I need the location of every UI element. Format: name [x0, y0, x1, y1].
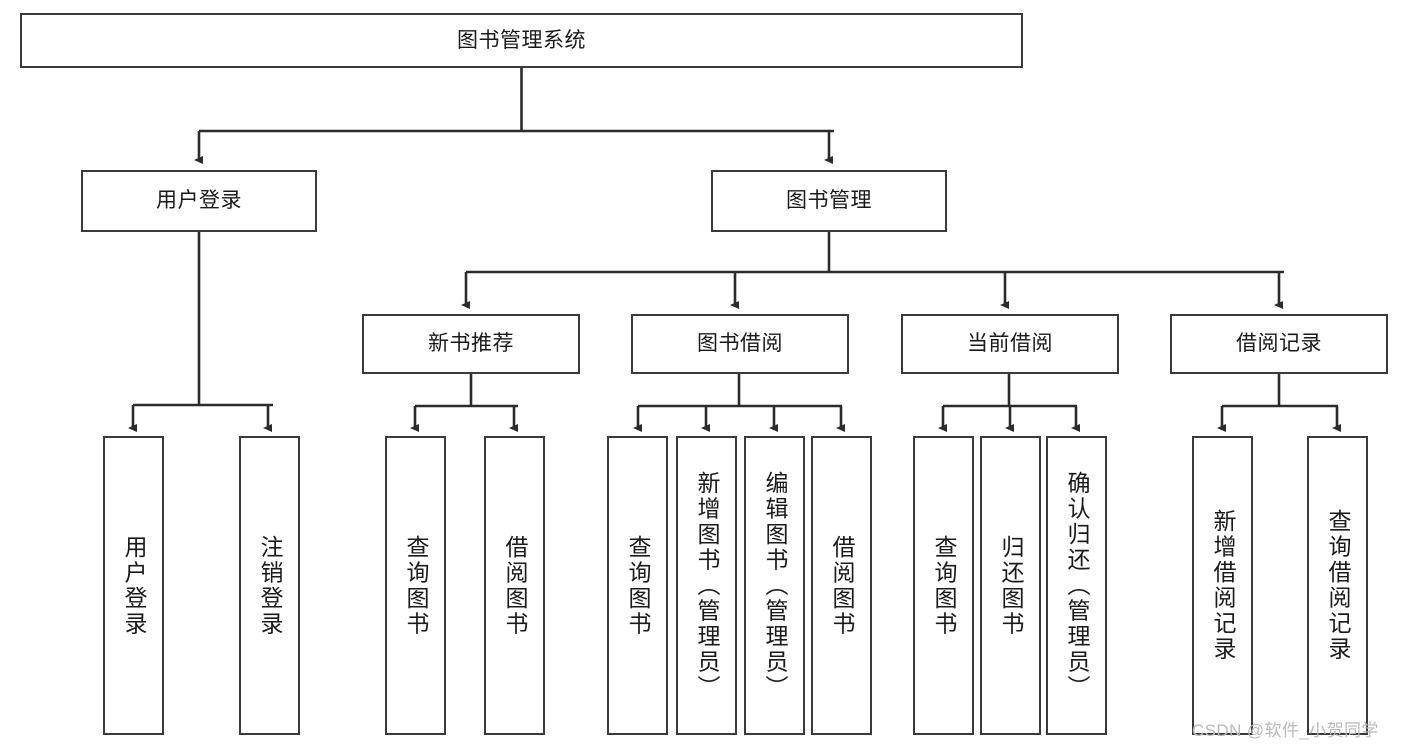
node-label: 借阅图书	[502, 534, 528, 637]
node-label: 当前借阅	[967, 332, 1053, 356]
node-label: 查询图书	[625, 534, 651, 637]
node-label: 借阅记录	[1236, 332, 1322, 356]
leaf-query-book-current[interactable]: 查询图书	[913, 436, 974, 735]
node-label: 新书推荐	[428, 332, 514, 356]
node-label: 查询图书	[403, 534, 429, 637]
node-book-manage[interactable]: 图书管理	[711, 170, 947, 232]
node-label: 归还图书	[998, 534, 1024, 637]
node-label: 注销登录	[257, 534, 283, 637]
node-label: 用户登录	[156, 189, 242, 213]
csdn-watermark: CSDN @软件_小贺同学	[1192, 721, 1379, 740]
node-label: 图书管理	[786, 189, 872, 213]
node-label: 图书借阅	[697, 332, 783, 356]
leaf-user-login[interactable]: 用户登录	[103, 436, 164, 735]
node-book-borrow[interactable]: 图书借阅	[631, 314, 849, 374]
leaf-logout[interactable]: 注销登录	[239, 436, 300, 735]
leaf-query-borrow-record[interactable]: 查询借阅记录	[1307, 436, 1368, 735]
node-new-book-recommend[interactable]: 新书推荐	[362, 314, 580, 374]
leaf-borrow-book[interactable]: 借阅图书	[811, 436, 872, 735]
node-label: 确认归还（管理员）	[1064, 470, 1090, 701]
node-current-borrow[interactable]: 当前借阅	[901, 314, 1119, 374]
leaf-query-book-new[interactable]: 查询图书	[385, 436, 446, 735]
leaf-confirm-return-admin[interactable]: 确认归还（管理员）	[1046, 436, 1107, 735]
leaf-borrow-book-new[interactable]: 借阅图书	[484, 436, 545, 735]
node-label: 查询借阅记录	[1325, 509, 1351, 662]
leaf-edit-book-admin[interactable]: 编辑图书（管理员）	[744, 436, 805, 735]
leaf-add-book-admin[interactable]: 新增图书（管理员）	[676, 436, 737, 735]
node-label: 用户登录	[121, 534, 147, 637]
leaf-query-book-borrow[interactable]: 查询图书	[607, 436, 668, 735]
node-label: 查询图书	[931, 534, 957, 637]
leaf-return-book[interactable]: 归还图书	[980, 436, 1041, 735]
node-label: 借阅图书	[829, 534, 855, 637]
node-label: 新增图书（管理员）	[694, 470, 720, 701]
node-borrow-record[interactable]: 借阅记录	[1170, 314, 1388, 374]
node-user-login[interactable]: 用户登录	[81, 170, 317, 232]
node-label: 编辑图书（管理员）	[762, 470, 788, 701]
node-root-system[interactable]: 图书管理系统	[20, 13, 1023, 68]
node-label: 新增借阅记录	[1210, 509, 1236, 662]
leaf-add-borrow-record[interactable]: 新增借阅记录	[1192, 436, 1253, 735]
node-label: 图书管理系统	[457, 28, 586, 52]
